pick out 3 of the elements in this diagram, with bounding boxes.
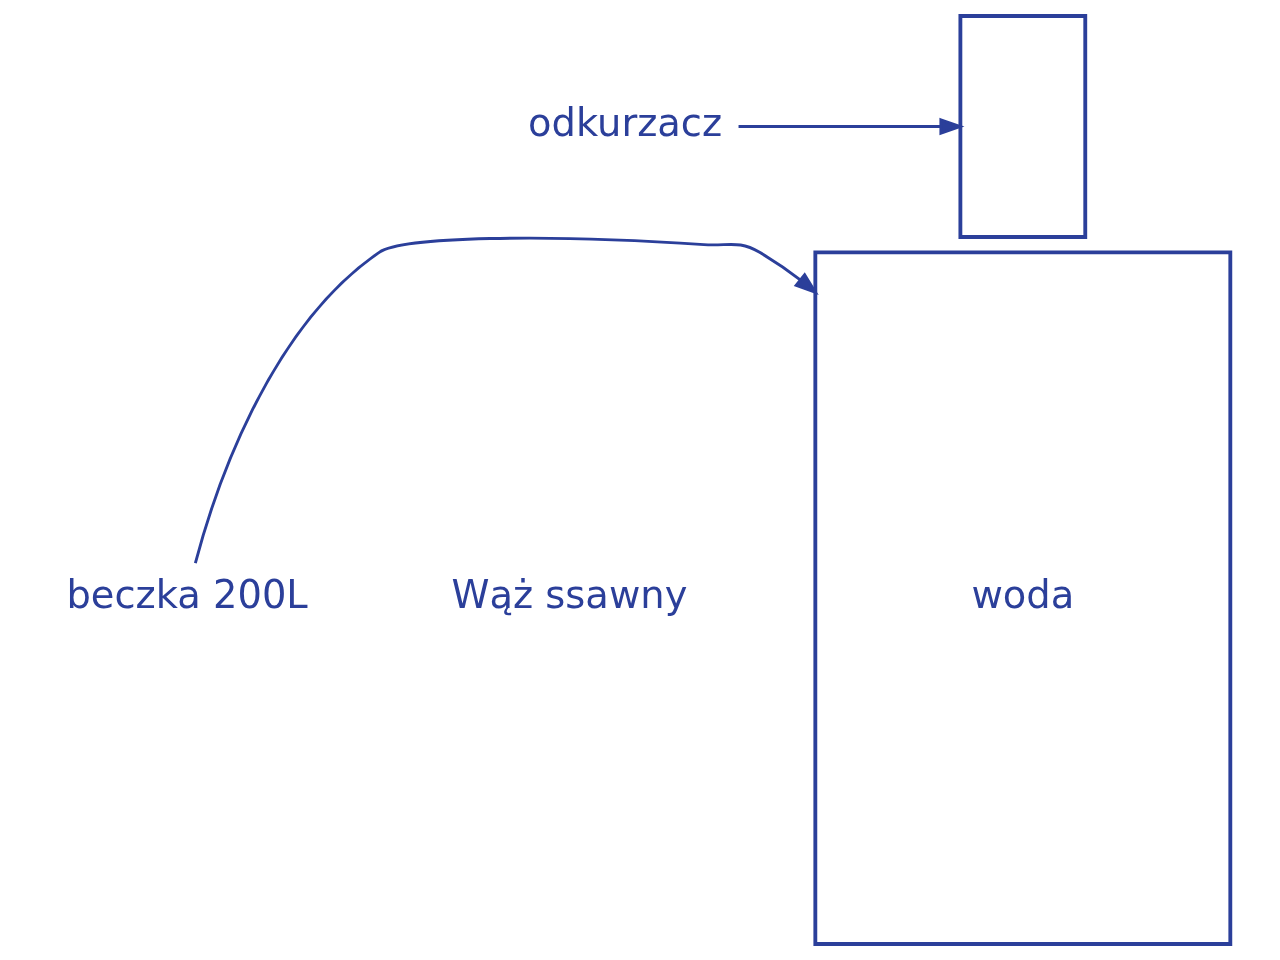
label: Wąż ssawny <box>450 571 687 617</box>
node-text: beczka 200L <box>65 571 308 617</box>
node-text: odkurzacz <box>527 100 722 146</box>
